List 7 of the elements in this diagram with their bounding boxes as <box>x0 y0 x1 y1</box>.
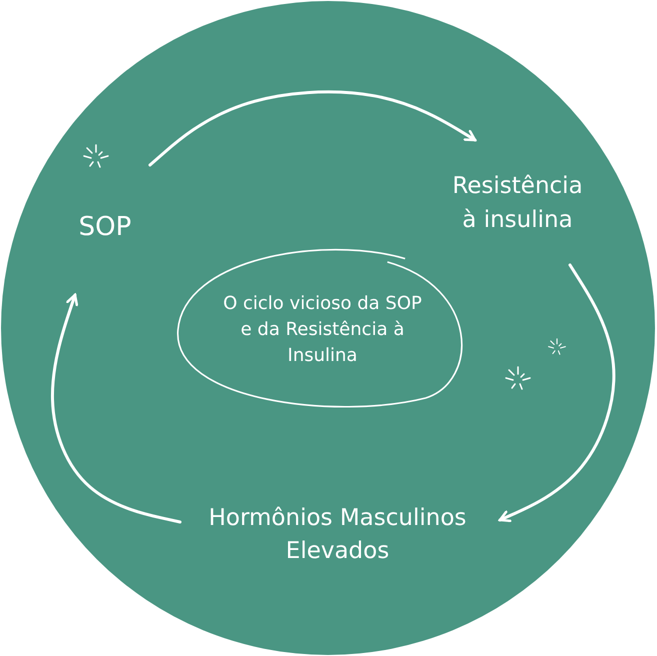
node-label: SOP <box>78 210 132 244</box>
node-label: Resistência à insulina <box>451 172 584 234</box>
cycle-arrow <box>148 90 476 166</box>
node-label: Hormônios Masculinos Elevados <box>208 504 468 566</box>
node-label: O ciclo vicioso da SOP e da Resistência à Insulina <box>222 292 422 368</box>
cycle-arrow <box>51 294 182 524</box>
cycle-arrow <box>498 264 616 522</box>
